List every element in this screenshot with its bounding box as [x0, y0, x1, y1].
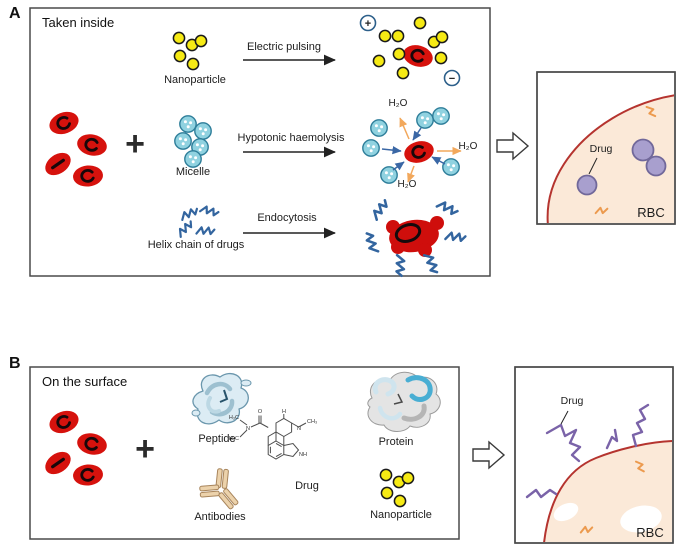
result-arrow-a [496, 131, 530, 161]
haemolysis-result-icon [362, 107, 462, 184]
peptide-label: Peptide [198, 433, 236, 445]
drug-label-a: Drug [589, 143, 613, 155]
positive-charge-icon [359, 14, 377, 32]
drug-pointer-line-a [588, 157, 598, 175]
hypotonic-haemolysis-label: Hypotonic haemolysis [237, 132, 345, 144]
svg-text:H₃C: H₃C [229, 415, 239, 421]
peptide-icon [191, 373, 252, 425]
panel-b-title: On the surface [42, 374, 128, 389]
drug-molecule-icon [239, 414, 307, 460]
drug-component-label: Drug [295, 480, 319, 492]
micelle-label: Micelle [175, 166, 211, 178]
drug-molecule-labels: H₃C H₃C N O N CH₃ NH H [229, 409, 317, 458]
svg-text:NH: NH [299, 452, 307, 458]
svg-text:H₃C: H₃C [229, 436, 239, 442]
protein-icon [367, 371, 441, 432]
h2o-label-bottom: H₂O [397, 179, 417, 190]
negative-charge-icon [443, 69, 461, 87]
micelle-uptake-arrows [381, 127, 446, 171]
negative-charge-label: − [449, 73, 455, 85]
svg-text:N: N [297, 426, 301, 432]
svg-text:O: O [258, 409, 263, 415]
panel-b-letter: B [9, 355, 21, 372]
nanoparticle-label-a: Nanoparticle [164, 74, 226, 86]
panel-a-title: Taken inside [42, 15, 115, 30]
endocytosis-result-icon [364, 197, 467, 278]
h2o-label-right: H₂O [458, 141, 478, 152]
panel-a-letter: A [9, 5, 21, 22]
helix-chain-label: Helix chain of drugs [147, 239, 245, 251]
drug-label-b: Drug [560, 395, 584, 407]
positive-charge-label: + [365, 18, 371, 30]
water-efflux-arrows [399, 117, 462, 183]
plus-sign: + [125, 125, 145, 163]
antibodies-label: Antibodies [194, 511, 246, 523]
plus-sign: + [135, 430, 155, 468]
svg-text:H: H [282, 409, 286, 415]
rbc-label-a: RBC [637, 205, 665, 220]
protein-label: Protein [378, 436, 414, 448]
electroporation-result-icon: + − [359, 14, 461, 87]
h2o-label-top: H₂O [388, 98, 408, 109]
nanoparticle-label-b: Nanoparticle [370, 509, 432, 521]
drug-pointer-line-b [560, 410, 569, 425]
rbc-label-b: RBC [636, 525, 664, 540]
svg-text:CH₃: CH₃ [307, 419, 317, 425]
rbc-inset-b-icon [525, 403, 672, 542]
result-arrow-b [472, 440, 506, 470]
rbc-inset-a-icon [546, 94, 674, 223]
encapsulated-drug-icon [576, 138, 667, 196]
surface-drug-chains-icon [525, 403, 650, 499]
svg-text:N: N [246, 426, 250, 432]
endocytosis-label: Endocytosis [257, 212, 317, 224]
electric-pulsing-label: Electric pulsing [247, 41, 321, 53]
